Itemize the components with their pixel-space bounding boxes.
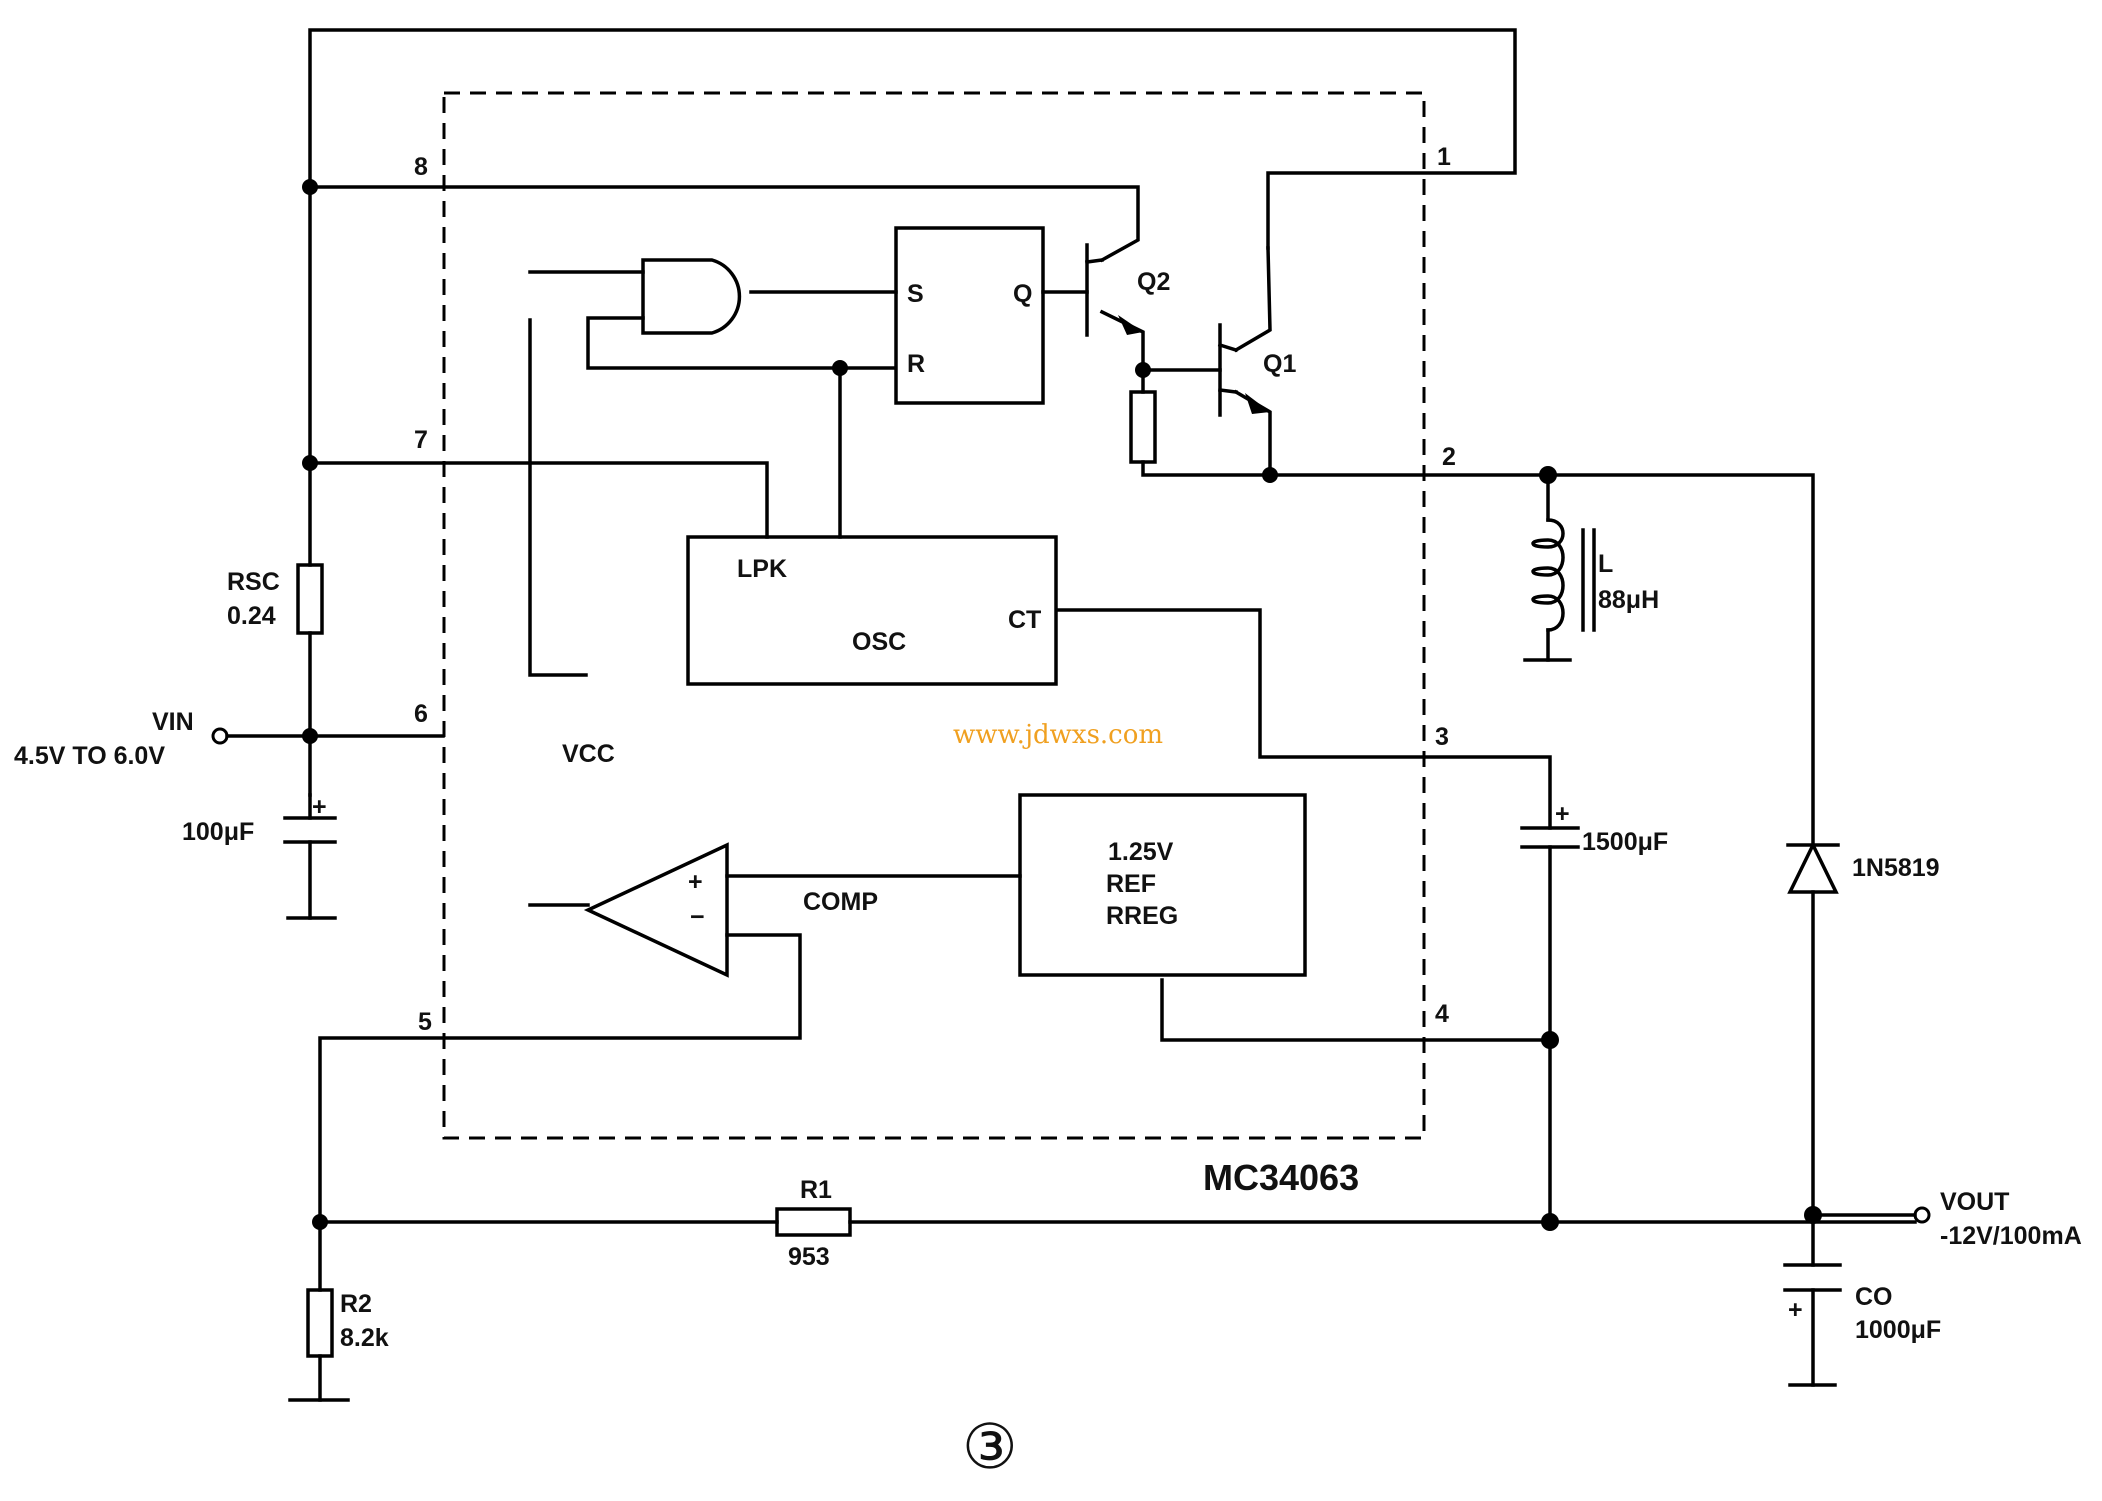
ff-s-label: S [907, 280, 924, 308]
comp-minus-sign: − [690, 903, 705, 931]
co-name-label: CO [1855, 1283, 1893, 1311]
lpk-label: LPK [737, 555, 787, 583]
chip-name-label: MC34063 [1203, 1157, 1359, 1198]
inductor-value-label: 88μH [1598, 586, 1659, 614]
transistor-q1 [1217, 323, 1270, 417]
r2-resistor [306, 1288, 334, 1358]
ct-label: CT [1008, 606, 1041, 634]
wires [225, 28, 1917, 1402]
input-capacitor [283, 793, 337, 844]
rreg-label: RREG [1106, 902, 1178, 930]
timing-capacitor [1520, 826, 1580, 849]
flip-flop-block [894, 226, 1045, 405]
reference-block [1018, 793, 1307, 977]
vin-label: VIN [152, 708, 194, 736]
co-value-label: 1000μF [1855, 1316, 1941, 1344]
r1-value-label: 953 [788, 1243, 830, 1271]
vout-label: VOUT [1940, 1188, 2009, 1216]
oscillator-block [686, 535, 1058, 686]
inductor-name-label: L [1598, 550, 1613, 578]
vcc-label: VCC [562, 740, 615, 768]
q1-label: Q1 [1263, 350, 1296, 378]
r1-resistor [775, 1207, 852, 1237]
figure-number: ③ [962, 1410, 1018, 1483]
r2-name-label: R2 [340, 1290, 372, 1318]
vout-value-label: -12V/100mA [1940, 1222, 2082, 1250]
pin-7-label: 7 [414, 426, 428, 454]
ct-cap-plus-sign: + [1555, 800, 1570, 828]
rsc-name-label: RSC [227, 568, 280, 596]
output-capacitor [1783, 1263, 1842, 1292]
rsc-value-label: 0.24 [227, 602, 276, 630]
ff-q-label: Q [1013, 280, 1032, 308]
pin-4-label: 4 [1435, 1000, 1449, 1028]
vin-range-label: 4.5V TO 6.0V [14, 742, 165, 770]
vin-terminal [211, 727, 229, 745]
comp-label: COMP [803, 888, 878, 916]
ref-voltage-label: 1.25V [1108, 838, 1174, 866]
pin-8-label: 8 [414, 153, 428, 181]
ct-cap-value-label: 1500μF [1582, 828, 1668, 856]
pin-1-label: 1 [1437, 143, 1451, 171]
pin-2-label: 2 [1442, 443, 1456, 471]
pin-3-label: 3 [1435, 723, 1449, 751]
pin-5-label: 5 [418, 1008, 432, 1036]
comparator [583, 842, 729, 978]
chip-outline [442, 91, 1426, 1140]
internal-resistor [1129, 390, 1157, 464]
r2-value-label: 8.2k [340, 1324, 389, 1352]
vout-terminal [1913, 1206, 1931, 1224]
ref-label: REF [1106, 870, 1156, 898]
comp-plus-sign: + [688, 868, 703, 896]
inductor [1531, 518, 1565, 632]
diode [1786, 841, 1840, 894]
r1-name-label: R1 [800, 1176, 832, 1204]
transistor-q2 [1085, 243, 1143, 337]
watermark-text: www.jdwxs.com [953, 720, 1163, 750]
osc-label: OSC [852, 628, 906, 656]
and-gate [641, 258, 742, 335]
pin-6-label: 6 [414, 700, 428, 728]
rsc-resistor [296, 563, 324, 635]
ff-r-label: R [907, 350, 925, 378]
diode-label: 1N5819 [1852, 854, 1940, 882]
q2-label: Q2 [1137, 268, 1170, 296]
cin-plus-sign: + [312, 793, 327, 821]
co-plus-sign: + [1788, 1296, 1803, 1324]
junction-dots [302, 179, 1822, 1231]
cin-value-label: 100μF [182, 818, 254, 846]
